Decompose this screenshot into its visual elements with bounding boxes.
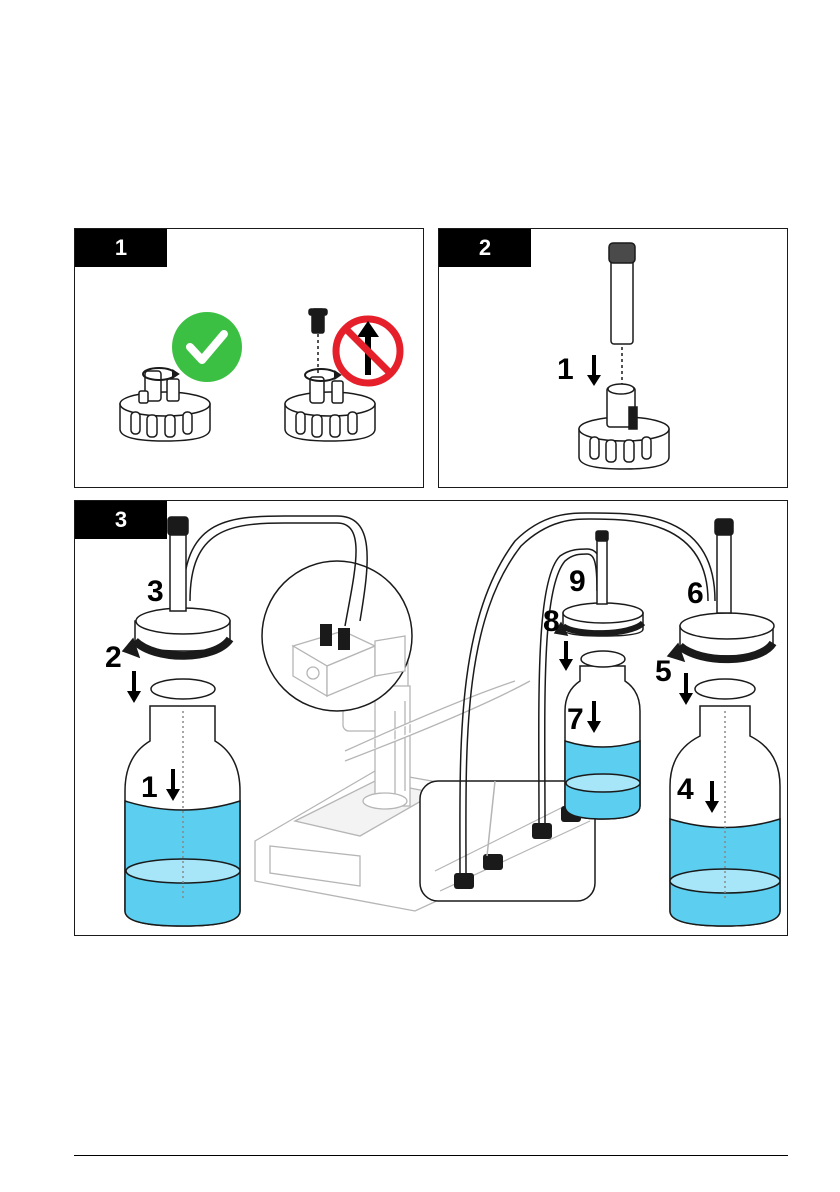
step-callout-4: 4 (677, 773, 694, 806)
checkmark-icon (172, 312, 242, 382)
bottle-left (123, 517, 240, 926)
panel-3-illustration: 1 2 3 4 5 6 7 8 9 (75, 501, 788, 936)
footer-rule (74, 1155, 788, 1156)
bottle-right (668, 519, 780, 926)
drying-tube (609, 243, 635, 344)
step-callout-8: 8 (543, 605, 560, 638)
step-callout-2: 2 (105, 641, 122, 674)
panel-1: 1 (74, 228, 424, 488)
step-callout-9: 9 (569, 565, 586, 598)
step-callout-5: 5 (655, 655, 672, 688)
step-callout-6: 6 (687, 577, 704, 610)
bottle-cap-correct (120, 371, 210, 441)
arrow-down-icon (587, 355, 601, 386)
connection-detail-inset (262, 561, 412, 711)
panel-2: 2 1 (438, 228, 788, 488)
panel-1-illustration (75, 229, 424, 488)
no-pull-up-icon (336, 319, 400, 383)
step-callout: 1 (557, 353, 574, 386)
bottle-cap (579, 384, 669, 469)
step-callout-7: 7 (567, 703, 584, 736)
panel-2-illustration: 1 (439, 229, 788, 488)
panel-3: 3 (74, 500, 788, 936)
step-callout-1: 1 (141, 771, 158, 804)
step-callout-3: 3 (147, 575, 164, 608)
